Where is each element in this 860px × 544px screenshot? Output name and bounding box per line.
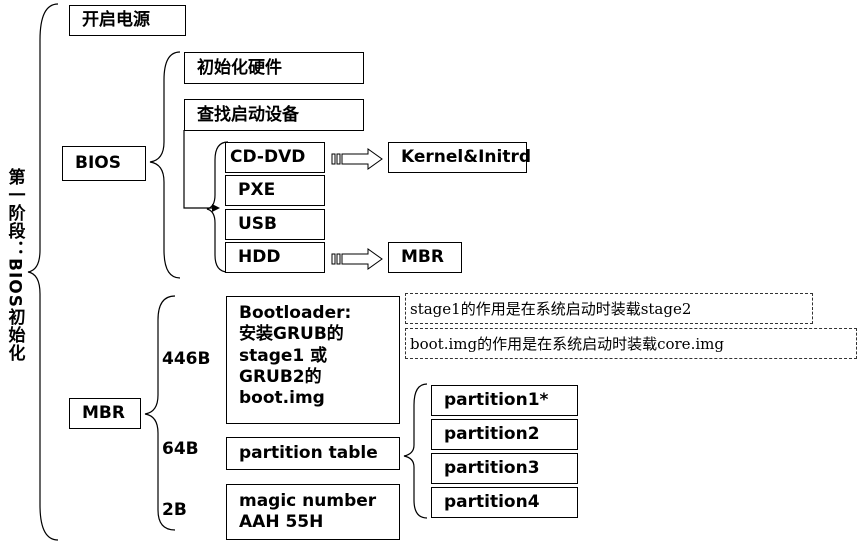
mbr-brace [144,295,176,531]
find-boot-connector [183,130,212,209]
kernel-initrd-box: Kernel&Initrd [388,142,531,173]
partition1: partition1* [431,385,578,416]
power-on-box: 开启电源 [69,5,186,36]
find-boot-box: 查找启动设备 [184,99,364,131]
device-hdd: HDD [225,242,325,273]
bios-brace [149,51,181,279]
device-brace [206,141,229,273]
magic-number-box: magic number AAH 55H [226,484,400,540]
init-hw-box: 初始化硬件 [184,52,364,84]
bios-box: BIOS [62,146,146,181]
size-2b: 2B [162,500,187,520]
partition-table-box: partition table [226,437,400,470]
hdd-mbr-box: MBR [388,242,462,273]
partition-brace [403,383,428,519]
cd-arrow [331,148,383,170]
stage-title: 第一阶段：BIOS初始化 [4,168,25,362]
bootloader-box: Bootloader: 安装GRUB的 stage1 或 GRUB2的 boot… [226,296,400,424]
partition3: partition3 [431,453,578,484]
device-usb: USB [225,209,325,240]
partition2: partition2 [431,419,578,450]
partition4: partition4 [431,487,578,518]
mbr-box: MBR [69,398,141,429]
stage1-note: stage1的作用是在系统启动时装载stage2 [405,293,813,324]
device-pxe: PXE [225,175,325,206]
size-64b: 64B [162,439,199,459]
hdd-arrow [331,248,383,270]
stage-brace [27,3,59,541]
size-446b: 446B [162,349,211,369]
device-cd-dvd: CD-DVD [225,142,325,173]
bootimg-note: boot.img的作用是在系统启动时装载core.img [405,328,857,359]
